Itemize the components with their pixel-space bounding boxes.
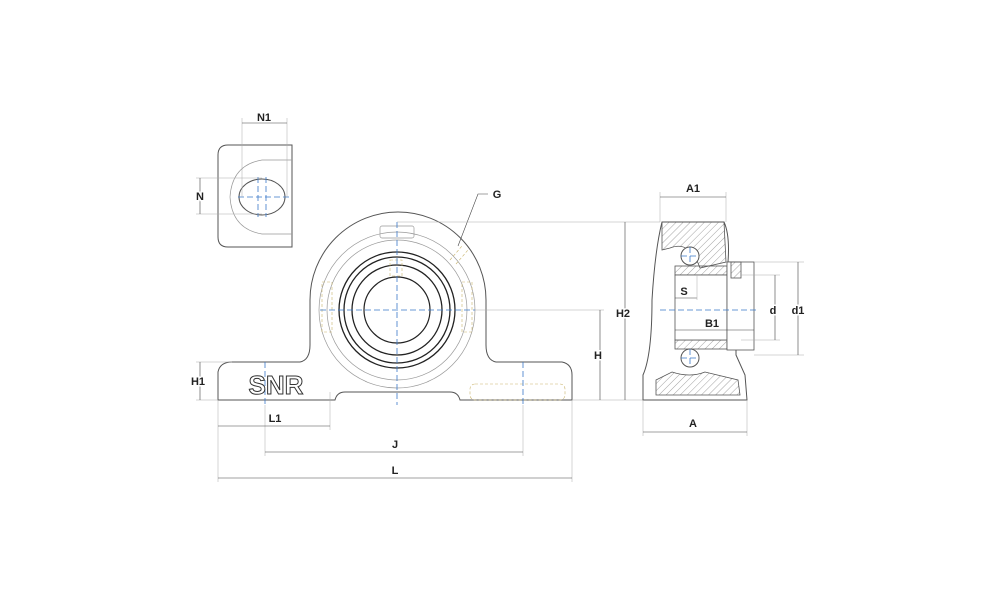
- dimension-label-a: A: [689, 418, 697, 430]
- dimension-label-l1: L1: [269, 413, 282, 425]
- snr-logo: SNR: [249, 370, 304, 400]
- g-leader-line: [457, 193, 488, 247]
- dimension-label-d: d: [770, 305, 777, 317]
- dimension-label-j: J: [392, 439, 398, 451]
- dimension-label-g: G: [493, 189, 502, 201]
- dimension-label-n: N: [196, 191, 204, 203]
- dimension-label-a1: A1: [686, 183, 700, 195]
- dimension-label-h1: H1: [191, 376, 205, 388]
- side-view-section: [642, 192, 804, 436]
- dimension-label-s: S: [680, 286, 687, 298]
- dimension-label-b1: B1: [705, 318, 719, 330]
- dimension-label-n1: N1: [257, 112, 271, 124]
- top-view-foot-slot: [196, 118, 293, 248]
- dimension-label-d1: d1: [792, 305, 805, 317]
- front-view-dimensions: [196, 221, 660, 482]
- dimension-label-h2: H2: [616, 308, 630, 320]
- dimension-label-l: L: [392, 465, 399, 477]
- front-view-housing: [217, 211, 573, 405]
- dimension-label-h: H: [594, 350, 602, 362]
